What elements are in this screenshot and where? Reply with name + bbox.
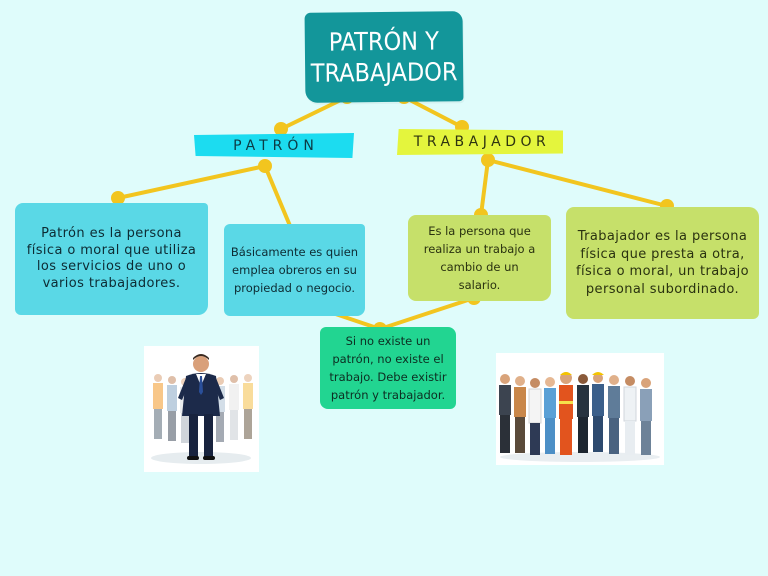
connector-title-trabajador (402, 95, 464, 129)
patron-definition-text: Patrón es la persona física o moral que … (26, 226, 197, 291)
connector-node (258, 159, 272, 173)
title-line-2: TRABAJADOR (310, 57, 458, 88)
trabajador-summary-card: Es la persona que realiza un trabajo a c… (408, 215, 551, 301)
trabajador-summary-text: Es la persona que realiza un trabajo a c… (423, 224, 536, 292)
patron-label: PATRÓN (194, 133, 354, 158)
patron-summary-card: Básicamente es quien emplea obreros en s… (224, 224, 365, 316)
relation-text: Si no existe un patrón, no existe el tra… (329, 334, 447, 402)
patron-summary-text: Básicamente es quien emplea obreros en s… (230, 245, 359, 295)
connector-trabajador-summary (479, 158, 490, 217)
connector-node (481, 153, 495, 167)
connector-patron-definition (116, 164, 267, 200)
patron-definition-card: Patrón es la persona física o moral que … (15, 203, 208, 315)
connector-patron-summary (263, 164, 295, 235)
trabajador-label: TRABAJADOR (397, 129, 563, 155)
connector-trabajador-definition (486, 158, 669, 208)
businessman-figure (178, 354, 224, 460)
title-box: PATRÓN Y TRABAJADOR (304, 11, 464, 103)
trabajador-definition-text: Trabajador es la persona física que pres… (576, 229, 749, 297)
group-of-workers-photo (496, 353, 664, 465)
relation-card: Si no existe un patrón, no existe el tra… (320, 327, 456, 409)
connector-node (111, 191, 125, 205)
trabajador-definition-card: Trabajador es la persona física que pres… (566, 207, 759, 319)
connector-node (274, 122, 288, 136)
connector-trabajador-relation (378, 296, 476, 331)
businessman-with-workers-photo (144, 346, 259, 472)
title-line-1: PATRÓN Y (328, 26, 440, 57)
